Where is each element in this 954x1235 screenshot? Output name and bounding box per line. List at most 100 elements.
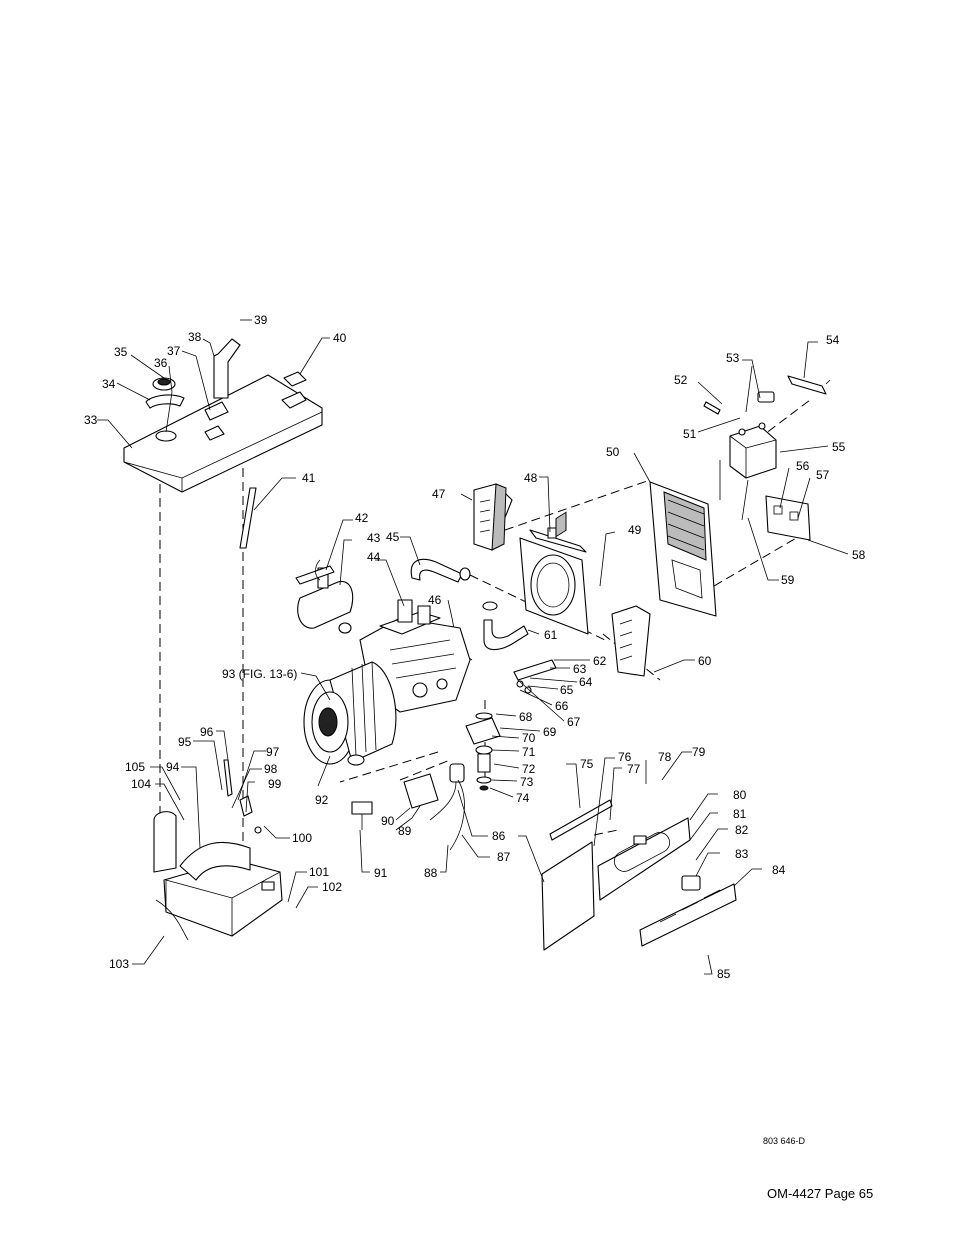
callout-75: 75 <box>580 757 594 771</box>
callout-85: 85 <box>717 967 731 981</box>
right-shroud <box>611 605 651 677</box>
fuel-gauge-group <box>223 759 262 834</box>
callout-53: 53 <box>726 351 740 365</box>
callout-63: 63 <box>573 662 587 676</box>
callout-70: 70 <box>522 731 536 745</box>
callout-86: 86 <box>492 829 506 843</box>
exhaust-pipe <box>213 338 241 399</box>
callout-90: 90 <box>381 814 395 828</box>
lower-hose <box>482 601 529 651</box>
callout-78: 78 <box>658 750 672 764</box>
callout-80: 80 <box>733 788 747 802</box>
callout-99: 99 <box>268 777 282 791</box>
callout-92: 92 <box>315 793 329 807</box>
callout-69: 69 <box>543 725 557 739</box>
callout-47: 47 <box>432 487 446 501</box>
radiator-hose <box>410 558 471 583</box>
battery <box>729 422 777 479</box>
callout-55: 55 <box>832 440 846 454</box>
callout-57: 57 <box>816 468 830 482</box>
page-footer: OM-4427 Page 65 <box>767 1186 874 1201</box>
callout-104: 104 <box>131 777 151 791</box>
hold-down-bracket <box>787 375 831 395</box>
mount-stack <box>465 712 501 791</box>
generator <box>303 661 397 766</box>
callout-64: 64 <box>579 675 593 689</box>
callout-58: 58 <box>852 548 866 562</box>
callout-51: 51 <box>683 427 697 441</box>
callout-50: 50 <box>606 445 620 459</box>
callout-96: 96 <box>200 725 214 739</box>
callout-95: 95 <box>178 735 192 749</box>
drawing-number: 803 646-D <box>763 1136 806 1146</box>
callout-91: 91 <box>374 866 388 880</box>
leader-lines <box>97 319 849 975</box>
access-plate <box>765 495 811 541</box>
rear-grille-panel <box>649 481 717 617</box>
callout-74: 74 <box>516 791 530 805</box>
callout-89: 89 <box>398 824 412 838</box>
hinge-strip <box>239 487 257 549</box>
callout-49: 49 <box>628 523 642 537</box>
lift-eye-plate <box>283 371 307 387</box>
callout-102: 102 <box>322 880 342 894</box>
left-shroud <box>473 483 513 551</box>
callout-42: 42 <box>355 511 369 525</box>
callout-37: 37 <box>167 344 181 358</box>
fuel-valve <box>351 801 373 830</box>
callout-35: 35 <box>114 345 128 359</box>
callout-38: 38 <box>188 330 202 344</box>
callout-59: 59 <box>781 573 795 587</box>
callout-46: 46 <box>428 593 442 607</box>
callout-87: 87 <box>497 850 511 864</box>
side-door-center <box>597 817 691 901</box>
callout-97: 97 <box>266 745 280 759</box>
callout-41: 41 <box>302 471 316 485</box>
callout-66: 66 <box>555 699 569 713</box>
callout-82: 82 <box>735 823 749 837</box>
callout-62: 62 <box>593 654 607 668</box>
callout-83: 83 <box>735 847 749 861</box>
callout-84: 84 <box>772 863 786 877</box>
fuel-tank <box>153 811 283 937</box>
callout-79: 79 <box>692 745 706 759</box>
callout-56: 56 <box>796 459 810 473</box>
callout-61: 61 <box>544 628 558 642</box>
rain-cap <box>145 377 185 409</box>
callout-81: 81 <box>733 807 747 821</box>
callout-88: 88 <box>424 866 438 880</box>
callout-44: 44 <box>367 550 381 564</box>
callout-105: 105 <box>125 760 145 774</box>
side-door-left <box>541 511 595 951</box>
fill-neck-hose <box>155 899 189 941</box>
callout-68: 68 <box>519 710 533 724</box>
callout-67: 67 <box>567 715 581 729</box>
callout-94: 94 <box>166 760 180 774</box>
door-latch-bar <box>549 799 613 841</box>
callout-98: 98 <box>264 762 278 776</box>
battery-terminal <box>757 391 775 403</box>
instrument-panel <box>639 883 737 947</box>
callout-60: 60 <box>698 654 712 668</box>
callout-34: 34 <box>102 377 116 391</box>
callout-33: 33 <box>84 413 98 427</box>
callout-36: 36 <box>154 356 168 370</box>
callout-labels: 33 34 35 36 37 38 39 40 41 42 43 44 45 4… <box>84 313 866 981</box>
top-cover <box>123 374 323 493</box>
callout-76: 76 <box>618 750 632 764</box>
callout-101: 101 <box>309 865 329 879</box>
callout-73: 73 <box>520 775 534 789</box>
callout-100: 100 <box>292 831 312 845</box>
callout-93: 93 (FIG. 13-6) <box>222 667 297 681</box>
callout-103: 103 <box>109 957 129 971</box>
callout-54: 54 <box>826 333 840 347</box>
callout-65: 65 <box>560 683 574 697</box>
callout-71: 71 <box>522 745 536 759</box>
callout-45: 45 <box>386 530 400 544</box>
callout-39: 39 <box>254 313 268 327</box>
radiator <box>519 527 589 635</box>
callout-40: 40 <box>333 331 347 345</box>
muffler-clamp <box>295 559 335 585</box>
control-box <box>681 875 701 891</box>
